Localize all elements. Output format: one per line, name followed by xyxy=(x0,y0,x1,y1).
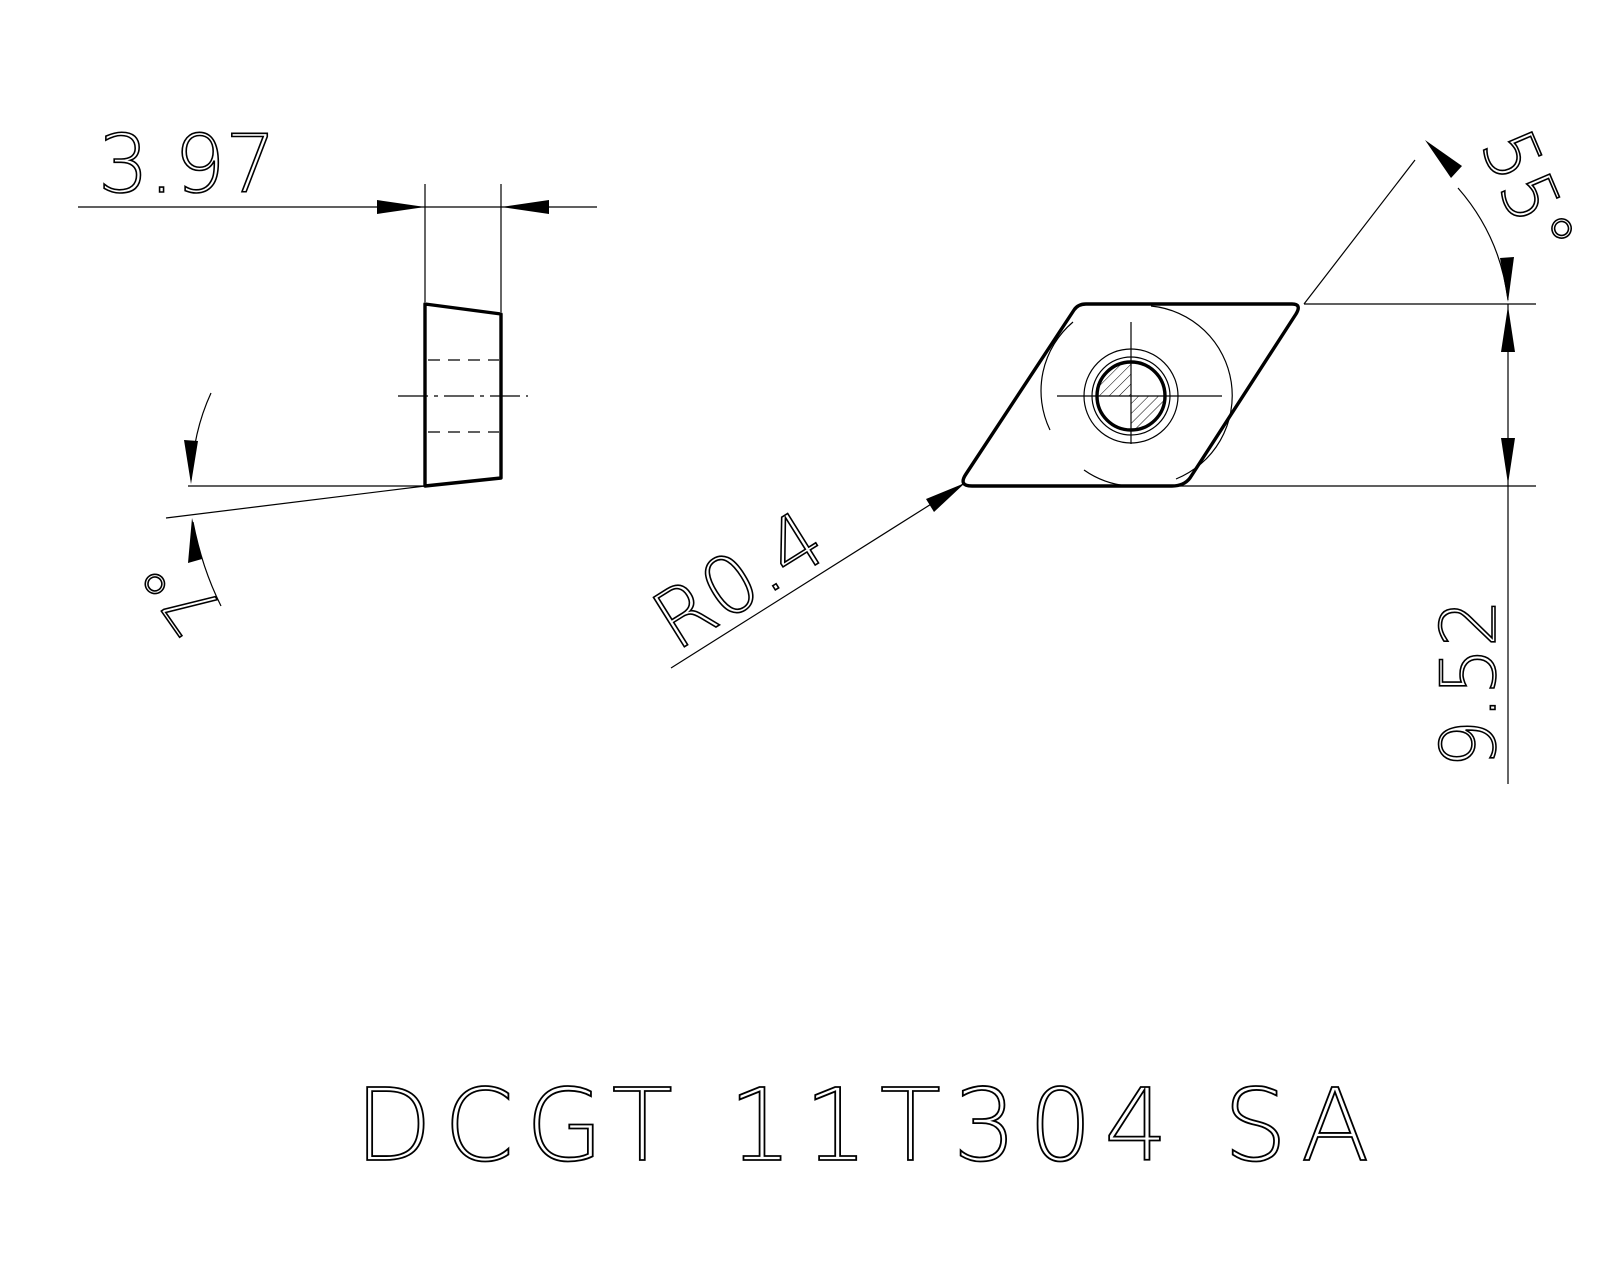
insert-side-profile xyxy=(423,302,503,488)
arrow-thickness-right xyxy=(501,200,549,214)
top-view: R0.4 55° 9.52 xyxy=(636,117,1592,784)
dimension-corner-radius: R0.4 xyxy=(637,492,841,668)
arrow-angle-lower xyxy=(188,518,202,563)
arrow-thickness-left xyxy=(377,200,425,214)
inscribed-circle-arc-bottom xyxy=(1083,469,1129,487)
dimension-thickness: 3.97 xyxy=(98,118,276,211)
dimension-inscribed-circle: 9.52 xyxy=(1424,599,1513,768)
arrow-angle-upper xyxy=(184,440,198,484)
dimension-clearance-angle: 7° xyxy=(124,535,240,650)
extension-line-flank xyxy=(165,485,426,519)
extension-line-insert-edge xyxy=(1303,159,1416,305)
side-view: 3.97 7° xyxy=(78,117,597,651)
arrow-angle-insert-bottom xyxy=(1500,257,1514,302)
arrow-ic-bottom xyxy=(1501,438,1515,484)
insert-outline xyxy=(961,302,1300,488)
inscribed-circle-arc-left xyxy=(1040,321,1074,431)
arrow-corner-radius xyxy=(926,483,965,512)
dimension-insert-angle: 55° xyxy=(1464,118,1591,268)
hole-section-hatch-left xyxy=(1097,362,1131,396)
angle-arc-upper xyxy=(190,392,212,481)
leader-corner-radius xyxy=(670,483,964,669)
arrow-ic-top xyxy=(1501,306,1515,352)
hole-section-hatch-right xyxy=(1131,396,1165,430)
insert-designation: DCGT 11T304 SA xyxy=(355,1067,1381,1184)
inscribed-circle-arc-right xyxy=(1150,305,1233,480)
arrow-angle-insert-top xyxy=(1425,140,1462,178)
